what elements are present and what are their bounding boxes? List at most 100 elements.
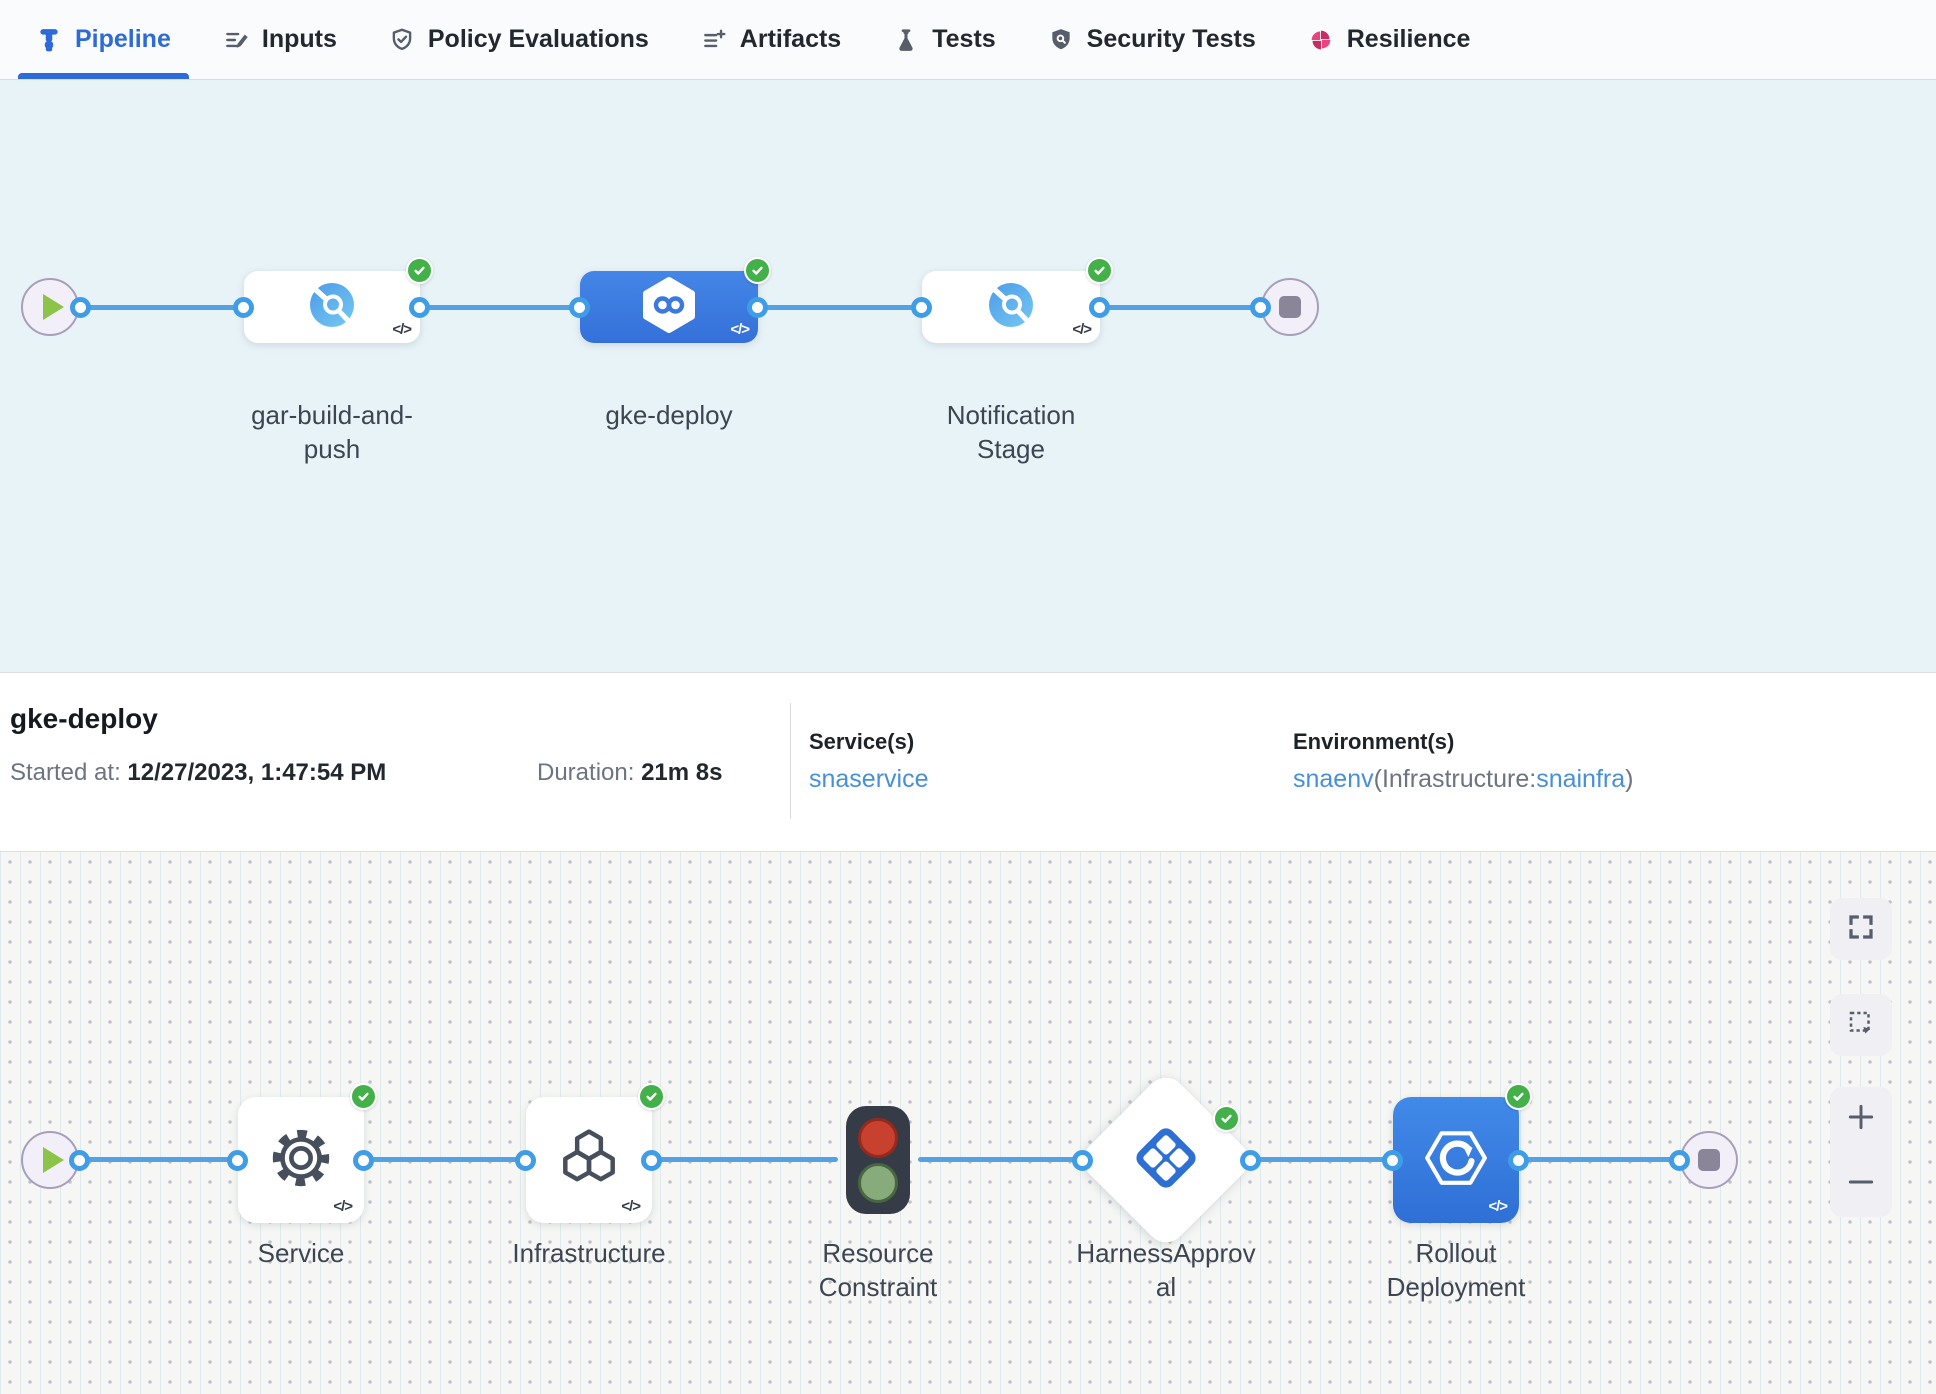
yaml-code-badge: </> [621,1198,640,1215]
inputs-icon [223,27,249,53]
approval-diamond-icon [1128,1120,1204,1201]
step-label[interactable]: Resource Constraint [768,1236,988,1305]
step-label[interactable]: Service [201,1236,401,1270]
stop-icon [1698,1149,1720,1171]
tab-label: Tests [932,25,995,54]
step-label[interactable]: Infrastructure [469,1236,709,1270]
connector-port [233,297,254,318]
connector-edge [1519,1157,1680,1162]
success-check-badge [350,1083,377,1110]
connector-edge [79,1157,238,1162]
play-icon [43,1147,64,1173]
deploy-stage-icon [640,276,698,339]
started-at-label: Started at: [10,759,121,786]
plus-icon [1845,1101,1877,1138]
started-at-value: 12/27/2023, 1:47:54 PM [127,759,386,786]
step-graph-canvas[interactable]: </> </> [0,852,1936,1394]
connector-edge [758,305,922,310]
connector-edge [1250,1157,1393,1162]
connector-port [641,1150,662,1171]
environment-link[interactable]: snaenv [1293,765,1374,793]
rollout-deployment-icon [1423,1125,1489,1196]
connector-port [353,1150,374,1171]
step-node-infrastructure[interactable]: </> [526,1097,652,1223]
traffic-light-red [858,1118,898,1158]
success-check-badge [1213,1105,1240,1132]
stage-graph-canvas[interactable]: </> </> [0,80,1936,672]
connector-port [1382,1150,1403,1171]
resilience-pinwheel-icon [1308,27,1334,53]
service-link[interactable]: snaservice [809,765,929,793]
success-check-badge [638,1083,665,1110]
artifacts-icon [701,27,727,53]
tab-security-tests[interactable]: Security Tests [1022,0,1282,79]
step-label[interactable]: HarnessApproval [1072,1236,1260,1305]
policy-shield-icon [389,27,415,53]
tab-label: Resilience [1347,25,1471,54]
stage-node-gar-build-and-push[interactable]: </> [244,271,420,343]
stage-node-notification-stage[interactable]: </> [922,271,1100,343]
connector-port [1089,297,1110,318]
hexagons-icon [557,1126,621,1195]
tab-pipeline[interactable]: Pipeline [10,0,197,79]
execution-summary-bar: gke-deploy Started at: 12/27/2023, 1:47:… [0,672,1936,852]
success-check-badge [406,257,433,284]
tab-label: Policy Evaluations [428,25,649,54]
environments-row: snaenv(Infrastructure:snainfra) [1293,765,1633,794]
connector-edge [364,1157,526,1162]
stage-node-gke-deploy[interactable]: </> [580,271,758,343]
stage-label[interactable]: Notification Stage [916,398,1106,467]
tests-flask-icon [893,27,919,53]
step-node-harness-approval[interactable] [1075,1069,1256,1250]
tab-policy-evaluations[interactable]: Policy Evaluations [363,0,675,79]
fullscreen-icon [1846,912,1876,947]
select-region-button[interactable] [1830,994,1892,1056]
stage-label[interactable]: gke-deploy [569,398,769,432]
summary-divider [790,703,791,819]
success-check-badge [1505,1083,1532,1110]
services-label: Service(s) [809,729,914,755]
step-label[interactable]: Rollout Deployment [1356,1236,1556,1305]
connector-edge [80,305,244,310]
step-node-rollout-deployment[interactable]: </> [1393,1097,1519,1223]
gear-icon [268,1125,334,1196]
marquee-select-icon [1846,1008,1876,1043]
yaml-code-badge: </> [392,321,411,338]
success-check-badge [744,257,771,284]
stage-label[interactable]: gar-build-and-push [232,398,432,467]
connector-port [1508,1150,1529,1171]
infrastructure-link[interactable]: snainfra [1536,765,1625,793]
connector-port [69,1150,90,1171]
step-node-service[interactable]: </> [238,1097,364,1223]
tab-label: Security Tests [1087,25,1256,54]
zoom-out-button[interactable] [1830,1152,1892,1217]
connector-port [409,297,430,318]
tab-label: Artifacts [740,25,841,54]
yaml-code-badge: </> [1488,1198,1507,1215]
zoom-in-button[interactable] [1830,1087,1892,1152]
tab-tests[interactable]: Tests [867,0,1021,79]
success-check-badge [1086,257,1113,284]
environments-label: Environment(s) [1293,729,1454,755]
stage-title: gke-deploy [10,703,158,735]
tab-inputs[interactable]: Inputs [197,0,363,79]
security-shield-icon [1048,27,1074,53]
connector-port [747,297,768,318]
step-node-resource-constraint[interactable] [846,1106,910,1214]
tab-artifacts[interactable]: Artifacts [675,0,867,79]
connector-port [1669,1150,1690,1171]
services-row: snaservice [809,765,929,794]
tab-label: Pipeline [75,25,171,54]
connector-edge [420,305,580,310]
infrastructure-suffix: ) [1625,765,1633,793]
custom-stage-icon [988,282,1034,333]
connector-port [70,297,91,318]
connector-edge [1100,305,1261,310]
connector-port [569,297,590,318]
connector-port [1240,1150,1261,1171]
connector-port [515,1150,536,1171]
fullscreen-button[interactable] [1830,898,1892,960]
started-at-row: Started at: 12/27/2023, 1:47:54 PM [10,759,386,787]
tab-resilience[interactable]: Resilience [1282,0,1497,79]
connector-edge [652,1157,838,1162]
